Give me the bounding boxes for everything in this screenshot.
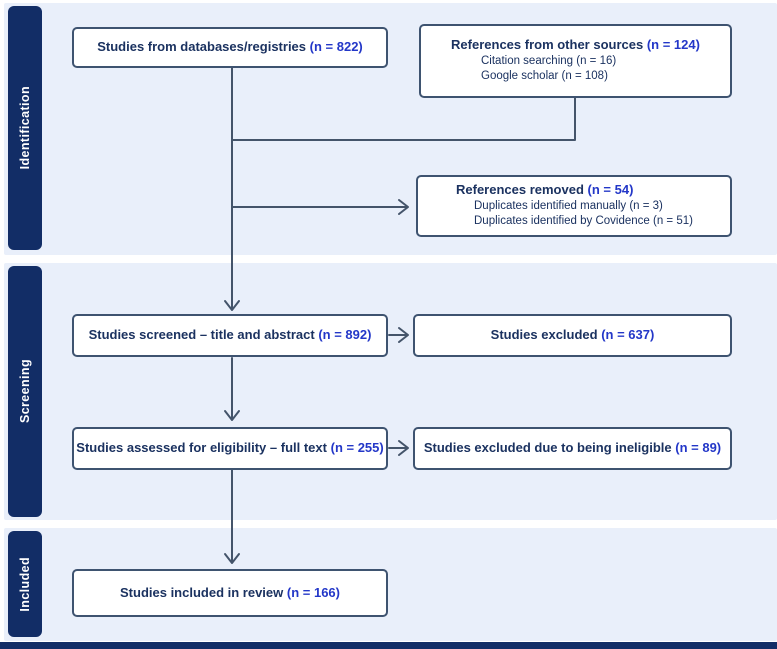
- count-included: (n = 166): [286, 584, 340, 600]
- count-ineligible: (n = 89): [675, 440, 722, 456]
- box-studies-databases: Studies from databases/registries (n = 8…: [72, 27, 388, 68]
- bottom-border-strip: [0, 642, 777, 649]
- box-other-sources: References from other sources (n = 124) …: [419, 24, 732, 98]
- count-screened: (n = 892): [318, 327, 372, 343]
- stage-label-identification: Identification: [18, 86, 32, 170]
- band-screening: [4, 263, 777, 520]
- box-studies-ineligible: Studies excluded due to being ineligible…: [413, 427, 732, 470]
- box-studies-ineligible-text: Studies excluded due to being ineligible…: [423, 440, 722, 456]
- count-databases: (n = 822): [309, 39, 363, 55]
- count-excluded: (n = 637): [601, 327, 655, 343]
- box-references-removed-heading: References removed (n = 54): [456, 182, 634, 198]
- removed-item-covidence: Duplicates identified by Covidence (n = …: [474, 215, 693, 228]
- count-removed: (n = 54): [587, 182, 634, 198]
- box-studies-assessed: Studies assessed for eligibility – full …: [72, 427, 388, 470]
- stage-rail-included: Included: [8, 531, 42, 637]
- box-studies-included-text: Studies included in review (n = 166): [120, 584, 340, 600]
- stage-rail-identification: Identification: [8, 6, 42, 250]
- other-sources-item-citation: Citation searching (n = 16): [481, 54, 617, 67]
- box-other-sources-heading: References from other sources (n = 124): [451, 37, 700, 53]
- stage-label-screening: Screening: [18, 359, 32, 424]
- stage-label-included: Included: [18, 556, 32, 612]
- box-studies-screened-text: Studies screened – title and abstract (n…: [88, 327, 372, 343]
- removed-item-manual: Duplicates identified manually (n = 3): [474, 199, 663, 212]
- stage-rail-screening: Screening: [8, 266, 42, 517]
- box-studies-assessed-text: Studies assessed for eligibility – full …: [76, 440, 384, 456]
- box-studies-databases-text: Studies from databases/registries (n = 8…: [97, 39, 363, 55]
- count-assessed: (n = 255): [330, 440, 384, 456]
- count-other-sources: (n = 124): [646, 37, 700, 53]
- box-studies-excluded: Studies excluded (n = 637): [413, 314, 732, 357]
- box-studies-screened: Studies screened – title and abstract (n…: [72, 314, 388, 357]
- box-studies-included: Studies included in review (n = 166): [72, 569, 388, 617]
- box-references-removed: References removed (n = 54) Duplicates i…: [416, 175, 732, 237]
- box-studies-excluded-text: Studies excluded (n = 637): [490, 327, 655, 343]
- other-sources-item-google: Google scholar (n = 108): [481, 70, 608, 83]
